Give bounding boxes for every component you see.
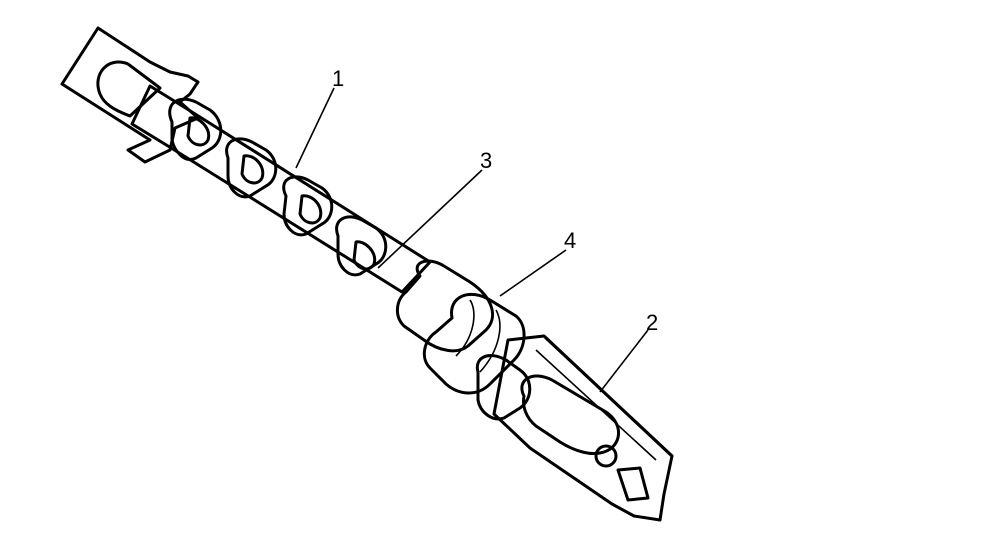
callout-labels: 1 2 3 4 — [332, 66, 658, 335]
outlet-end-housing — [475, 334, 674, 522]
leader-line-3 — [377, 169, 483, 269]
screen-support-rings — [168, 97, 388, 277]
callout-1: 1 — [332, 66, 344, 91]
o-ring-seal-section — [396, 259, 526, 395]
leader-line-2 — [599, 329, 649, 393]
filter-screen-body — [130, 84, 432, 294]
callout-3: 3 — [480, 148, 492, 173]
callout-2: 2 — [646, 310, 658, 335]
callout-4: 4 — [564, 228, 576, 253]
leader-lines — [295, 87, 649, 393]
inlet-end-frame — [60, 26, 200, 164]
leader-line-1 — [295, 87, 335, 169]
leader-line-4 — [499, 249, 567, 297]
